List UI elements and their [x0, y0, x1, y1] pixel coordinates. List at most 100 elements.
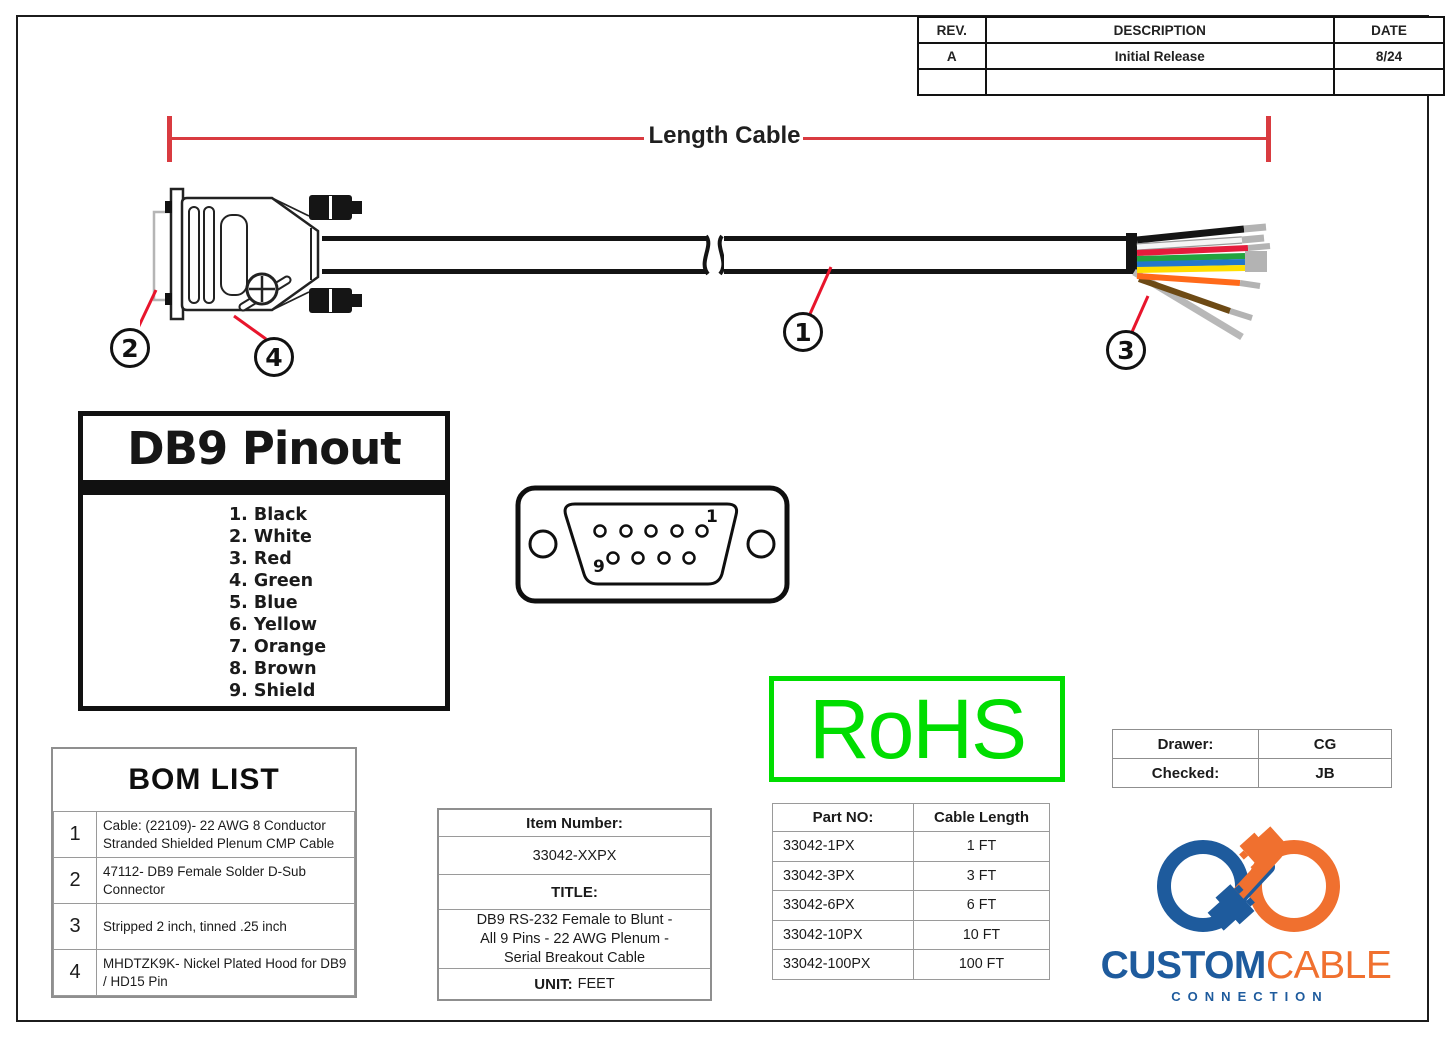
bom-desc-3: Stripped 2 inch, tinned .25 inch: [96, 903, 355, 950]
hood-taper-line-top: [271, 197, 310, 217]
db9-connector-side-view: [152, 187, 362, 321]
callout-3: 3: [1106, 330, 1146, 370]
db9-face-drawing: [515, 485, 790, 604]
drawer-label: Drawer:: [1112, 729, 1259, 759]
desc-value: Initial Release: [984, 42, 1335, 70]
bom-list: BOM LIST 1 Cable: (22109)- 22 AWG 8 Cond…: [51, 747, 357, 998]
bom-desc-1: Cable: (22109)- 22 AWG 8 Conductor Stran…: [96, 811, 355, 858]
part-len-3: 6 FT: [913, 890, 1050, 921]
revision-row-empty: [917, 68, 1445, 96]
item-number-label: Item Number:: [526, 814, 623, 832]
db9-screw-hole-right: [746, 529, 776, 559]
thumbscrew-top-tip: [352, 201, 362, 214]
part-row-1: 33042-1PX 1 FT: [772, 831, 1050, 862]
bom-no-3: 3: [53, 903, 97, 950]
title-line-2: All 9 Pins - 22 AWG Plenum -: [480, 930, 669, 947]
approval-table: Drawer: CG Checked: JB: [1112, 729, 1392, 788]
part-row-4: 33042-10PX 10 FT: [772, 919, 1050, 950]
logo-plug-blue: [1207, 884, 1255, 931]
plug-orange-body: [1239, 826, 1287, 873]
wire-group-tip: [1245, 251, 1267, 272]
wire-red: [1136, 245, 1249, 256]
leader-callout-3: [1130, 295, 1150, 333]
rev-value: A: [917, 42, 987, 70]
db9-d-shell: [563, 502, 739, 586]
item-number-label-row: Item Number:: [439, 810, 710, 836]
bom-table: 1 Cable: (22109)- 22 AWG 8 Conductor Str…: [53, 811, 355, 996]
wire-black: [1136, 225, 1245, 244]
flange-tab-bottom: [165, 293, 172, 305]
company-logo-wordmark: CUSTOMCABLE: [1080, 946, 1412, 986]
callout-1: 1: [783, 312, 823, 352]
bom-title: BOM LIST: [128, 763, 280, 796]
hood-grip-slot-2: [203, 206, 215, 304]
plug-orange-nub-2: [1239, 850, 1249, 860]
breakout-wires: [1132, 223, 1271, 340]
pin-hole-5: [695, 524, 709, 538]
hood-grip-pad: [220, 214, 248, 296]
bom-desc-4: MHDTZK9K- Nickel Plated Hood for DB9 / H…: [96, 949, 355, 996]
wire-brown: [1138, 276, 1231, 314]
thumbscrew-bottom-notch: [329, 289, 332, 312]
pin-hole-1: [593, 524, 607, 538]
pin-9-label: 9: [593, 557, 605, 577]
cable-body: [322, 233, 1137, 276]
unit-label: UNIT:: [534, 975, 573, 993]
callout-leaders: [140, 266, 1150, 341]
pin-hole-6: [606, 551, 620, 565]
rev-col-header: REV.: [917, 16, 987, 44]
part-no-5: 33042-100PX: [772, 949, 914, 980]
desc-empty: [984, 68, 1335, 96]
revision-header-row: REV. DESCRIPTION DATE: [917, 16, 1445, 44]
cable-core-left: [322, 241, 706, 269]
pin-hole-8: [657, 551, 671, 565]
pinout-item-1: 1. Black: [229, 505, 308, 525]
part-len-1: 1 FT: [913, 831, 1050, 862]
part-len-5: 100 FT: [913, 949, 1050, 980]
title-value-row: DB9 RS-232 Female to Blunt - All 9 Pins …: [439, 909, 710, 968]
flange-tab-top: [165, 201, 172, 213]
bom-desc-2: 47112- DB9 Female Solder D-Sub Connector: [96, 857, 355, 904]
thumbscrew-bottom-tip: [352, 294, 362, 307]
part-len-2: 3 FT: [913, 860, 1050, 891]
logo-word-cable: CABLE: [1265, 944, 1392, 987]
title-label-row: TITLE:: [439, 874, 710, 909]
logo-word-custom: CUSTOM: [1100, 944, 1267, 987]
rev-empty: [917, 68, 987, 96]
pinout-item-6: 6. Yellow: [229, 615, 318, 635]
date-empty: [1332, 68, 1445, 96]
wire-brown-tip: [1229, 308, 1253, 321]
part-number-table: Part NO: Cable Length 33042-1PX 1 FT 330…: [772, 803, 1050, 980]
pin-hole-3: [644, 524, 658, 538]
title-line-3: Serial Breakout Cable: [503, 949, 646, 966]
bom-row-3: 3 Stripped 2 inch, tinned .25 inch: [53, 903, 355, 950]
pinout-list: 1. Black 2. White 3. Red 4. Green 5. Blu…: [83, 495, 445, 702]
cable-break-right: [717, 234, 726, 276]
thumbscrew-top-notch: [329, 196, 332, 219]
checked-row: Checked: JB: [1112, 758, 1392, 788]
part-no-1: 33042-1PX: [772, 831, 914, 862]
bom-row-4: 4 MHDTZK9K- Nickel Plated Hood for DB9 /…: [53, 949, 355, 996]
part-row-2: 33042-3PX 3 FT: [772, 860, 1050, 891]
date-col-header: DATE: [1332, 16, 1445, 44]
part-row-5: 33042-100PX 100 FT: [772, 949, 1050, 980]
cable-jacket-bottom-right: [724, 269, 1126, 274]
dimension-line-right: [803, 137, 1266, 140]
part-row-3: 33042-6PX 6 FT: [772, 890, 1050, 921]
wire-blue: [1136, 259, 1246, 268]
pinout-item-5: 5. Blue: [229, 593, 298, 613]
desc-col-header: DESCRIPTION: [984, 16, 1335, 44]
pin-hole-2: [619, 524, 633, 538]
drawer-value: CG: [1258, 729, 1392, 759]
pinout-item-9: 9. Shield: [229, 681, 316, 701]
hood-grip-slot-1: [188, 206, 200, 304]
pinout-item-3: 3. Red: [229, 549, 292, 569]
wire-orange: [1136, 273, 1241, 286]
logo-plug-orange: [1239, 826, 1287, 873]
revision-table: REV. DESCRIPTION DATE A Initial Release …: [917, 16, 1445, 96]
leader-callout-2: [140, 289, 158, 328]
cable-assembly-drawing: [140, 187, 1271, 341]
rohs-label: RoHS: [808, 682, 1027, 776]
dimension-line-left: [172, 137, 644, 140]
pinout-divider: [83, 480, 445, 495]
